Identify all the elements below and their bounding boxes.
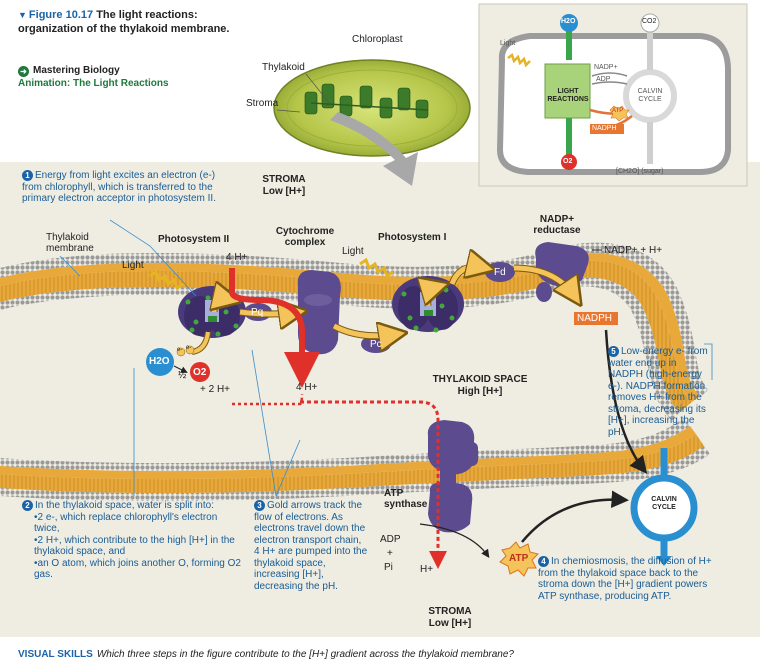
stroma-top-h-label: Low [H+] [262,186,306,197]
step-2-bullet-1: •2 e-, which replace chlorophyll's elect… [34,511,218,535]
step-5-number: 5 [608,346,619,357]
atp-starburst [499,541,539,577]
light-zigzags [149,257,394,291]
play-arrow-icon: ➜ [18,66,29,77]
pq-label: Pq [251,307,264,318]
nadp-h-label: NADP+ + H+ [604,245,663,256]
calvin-cycle [630,448,698,566]
overview-light-reactions-label: LIGHT REACTIONS [547,88,589,103]
step-2-bullet-3: •an O atom, which joins another O, formi… [34,557,241,581]
pc-label: Pc [370,339,382,350]
visual-skills-label: VISUAL SKILLS [18,649,93,660]
stroma-label: Stroma [246,98,279,109]
animation-link[interactable]: Animation: The Light Reactions [18,78,169,89]
step-4-number: 4 [538,556,549,567]
nadph-to-calvin-arrow [604,329,648,474]
overview-co2-label: CO2 [642,18,657,25]
caption-triangle-icon: ▼ [18,10,27,20]
o2-label: O2 [193,367,207,378]
light-label-1: Light [122,260,144,271]
chloroplast-illustration [273,59,471,157]
atp-label: ATP [509,553,529,564]
overview-co2-badge [640,13,660,33]
overview-nadph-label: NADPH [592,125,617,132]
step-3-number: 3 [254,500,265,511]
thylakoid-membrane-label: Thylakoid membrane [46,232,94,254]
electron-label-2: e- [177,347,183,353]
mastering-link[interactable]: ➜ Mastering Biology Animation: The Light … [18,64,169,90]
step-3-text: Gold arrows track the flow of electrons.… [254,500,368,592]
thylakoid-membrane [0,242,708,420]
stroma-bottom-label: STROMA [428,606,472,617]
thylakoid-label: Thylakoid [262,62,305,73]
four-h-bottom-label: 4 H+ [296,382,318,393]
step-1-text: Energy from light excites an electron (e… [22,170,216,204]
thylakoid-space-label: THYLAKOID SPACE [432,374,528,385]
adp-plus-label: + [387,548,393,559]
electron-flow-arrows [191,267,576,355]
figure-number: Figure 10.17 [28,9,94,21]
nadph-badge [574,312,618,325]
zoom-arrow [330,112,418,186]
visual-skills-text: Which three steps in the figure contribu… [96,649,514,660]
stroma-top-label: STROMA [262,174,306,185]
figure-title: The light reactions: organization of the… [18,9,230,35]
h2o-label: H2O [149,356,170,367]
two-h-label: + 2 H+ [200,384,231,395]
overview-nadph-badge [590,124,624,134]
overview-calvin-label: CALVIN CYCLE [637,88,663,103]
cytochrome-complex-label: Cytochrome complex [275,226,335,248]
pi-label: Pi [384,562,393,573]
thylakoid-space-h-label: High [H+] [457,386,503,397]
overview-nadp-label: NADP+ [594,64,618,71]
stroma-bottom-h-label: Low [H+] [428,618,472,629]
atp-synthesis-arrow [419,523,490,558]
nadp-reductase-label: NADP+ reductase [533,214,581,236]
leader-lines [59,219,713,497]
step-1-number: 1 [22,170,33,181]
overview-h2o-badge [560,14,578,32]
overview-panel [478,3,748,187]
photosystem-ii-label: Photosystem II [158,234,230,245]
mastering-source: Mastering Biology [33,65,120,76]
step-5-text: Low-energy e- from water end up in NADPH… [608,346,708,438]
stroma-panel [0,162,760,637]
overview-o2-label: O2 [563,158,573,165]
fd-label: Fd [494,267,506,278]
four-h-top-label: 4 H+ [226,252,248,263]
step-2-intro: In the thylakoid space, water is split i… [35,500,214,511]
calvin-cycle-label: CALVIN CYCLE [651,496,677,511]
overview-atp-label: ATP [612,108,624,114]
step-2-bullet-2: •2 H+, which contribute to the high [H+]… [34,534,235,558]
half-o2-label: ½ [178,370,187,381]
overview-o2-badge [561,154,577,170]
thylakoid-membrane-lower [0,418,710,502]
water-splitting [146,345,210,382]
light-label-2: Light [342,246,364,257]
overview-h2o-label: H2O [561,18,576,25]
atp-to-calvin-arrow [521,490,629,543]
adp-label: ADP [380,534,401,545]
chloroplast-label: Chloroplast [352,34,403,45]
photosystem-i-label: Photosystem I [378,232,447,243]
electron-label-1: e- [186,345,192,351]
overview-adp-label: ADP [596,76,611,83]
nadph-label: NADPH [577,313,613,324]
step-2-number: 2 [22,500,33,511]
step-4-text: In chemiosmosis, the diffusion of H+ fro… [538,556,712,602]
proton-flow-arrows [229,268,447,569]
figure-caption: ▼Figure 10.17 The light reactions: organ… [18,8,248,36]
cytochrome-complex [297,270,341,355]
overview-sugar-label: [CH2O] (sugar) [616,168,664,175]
atp-synthase-label: ATP synthase [384,488,428,510]
h-plus-label: H+ [420,564,434,575]
overview-light-label: Light [500,40,516,47]
